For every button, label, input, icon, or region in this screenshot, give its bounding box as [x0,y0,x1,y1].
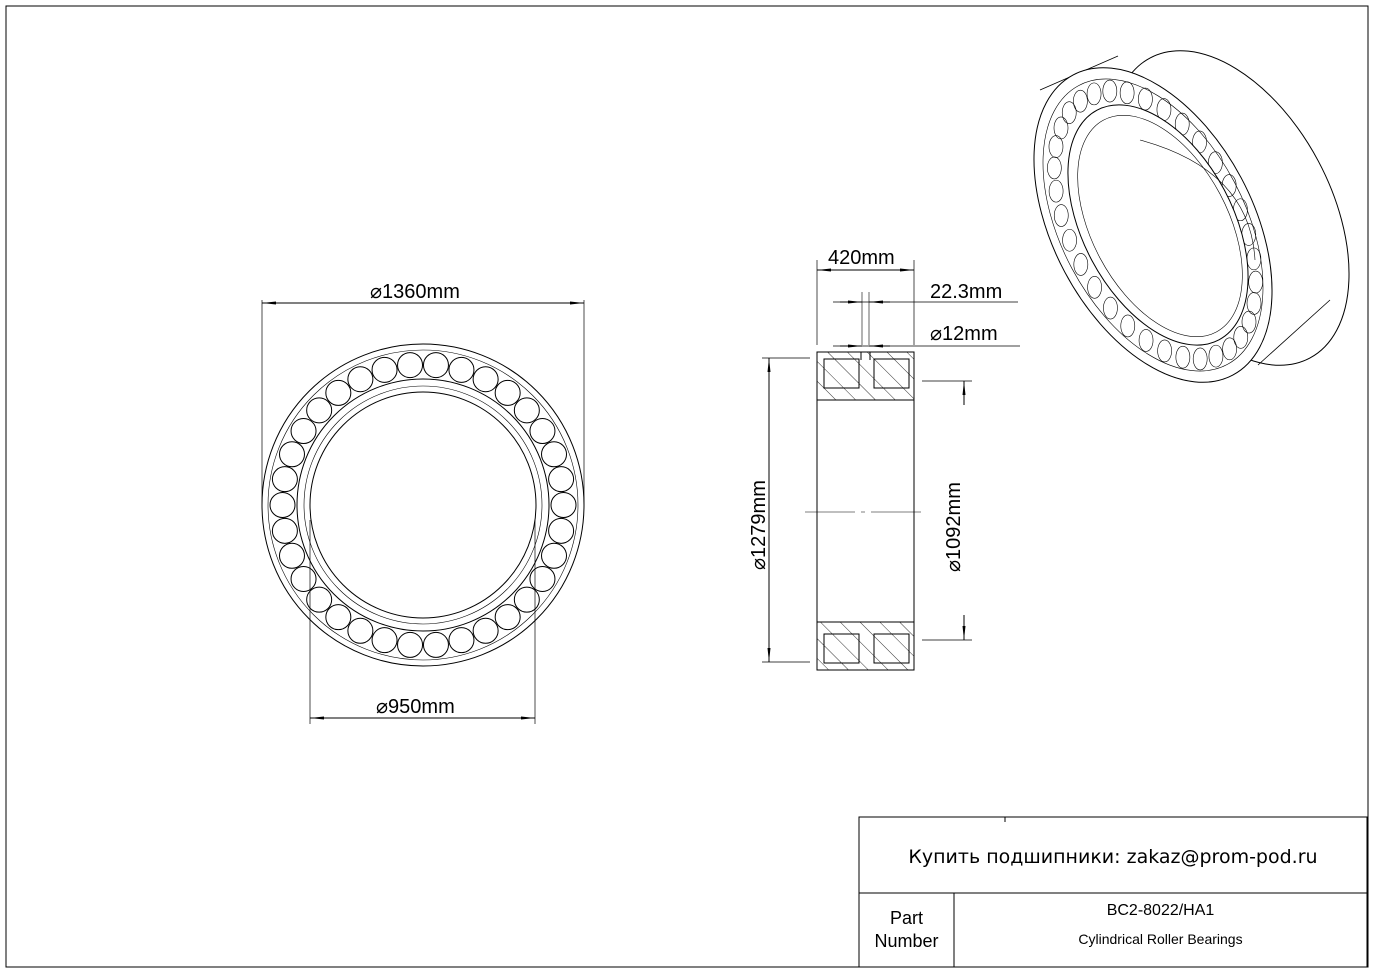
roller [290,565,317,592]
roller-3d [1222,337,1237,361]
roller-3d [1087,275,1102,299]
roller [448,627,475,654]
dim-width: 420mm [828,247,895,269]
roller [472,366,499,393]
roller-3d [1053,116,1069,140]
roller [529,565,556,592]
roller [494,379,521,406]
roller-3d [1120,314,1136,338]
part-number: BC2-8022/HA1 [1106,902,1215,919]
roller [325,604,352,631]
roller-3d [1248,270,1263,294]
dim-outer-ring-inner-diameter: ⌀1279mm [748,480,770,570]
roller [290,418,317,445]
section-view [805,351,925,671]
roller [278,542,305,569]
roller-3d [1086,82,1102,106]
roller-3d [1208,344,1224,368]
front-view [261,343,585,667]
roller [347,366,374,393]
dim-inner-ring-outer-diameter: ⌀1092mm [943,482,965,572]
dim-bore-diameter: ⌀950mm [376,696,455,718]
roller [548,466,575,493]
roller [494,604,521,631]
roller [448,356,475,383]
roller [541,542,568,569]
roller [422,631,449,658]
roller-3d [1192,347,1208,371]
roller-3d [1119,81,1135,105]
roller [271,517,298,544]
roller-3d [1073,253,1089,276]
isometric-view [1033,50,1350,383]
dim-hole-diameter: ⌀12mm [930,323,998,345]
roller [513,586,540,613]
roller [347,617,374,644]
roller [422,352,449,379]
roller-3d [1047,156,1062,180]
roller [306,586,333,613]
roller [371,356,398,383]
dim-outer-diameter: ⌀1360mm [370,281,460,303]
roller [397,631,424,658]
contact-text: Купить подшипники: zakaz@prom-pod.ru [908,846,1318,868]
roller-3d [1048,179,1064,203]
roller-3d [1241,310,1257,334]
roller [325,379,352,406]
title-block [858,816,1368,968]
roller [271,466,298,493]
roller [513,397,540,424]
roller [397,352,424,379]
roller-3d [1233,326,1249,349]
roller-3d [1102,79,1118,103]
dim-groove-width: 22.3mm [930,281,1002,303]
inner-ring-outer-edge [296,378,550,632]
roller [541,441,568,468]
roller [371,627,398,654]
part-description: Cylindrical Roller Bearings [1078,931,1243,947]
roller [548,517,575,544]
roller-3d [1062,228,1077,252]
roller [472,617,499,644]
roller-3d [1053,204,1069,227]
roller [550,492,577,518]
roller [269,492,296,518]
roller-3d [1138,329,1154,352]
sheet-border [5,5,1369,968]
roller-3d [1175,345,1191,369]
roller [529,418,556,445]
roller-3d [1157,339,1172,363]
roller [306,397,333,424]
bore-edge [309,391,537,619]
roller [278,441,305,468]
roller-3d [1073,89,1088,113]
roller-3d [1061,101,1077,124]
roller-3d [1103,296,1118,320]
